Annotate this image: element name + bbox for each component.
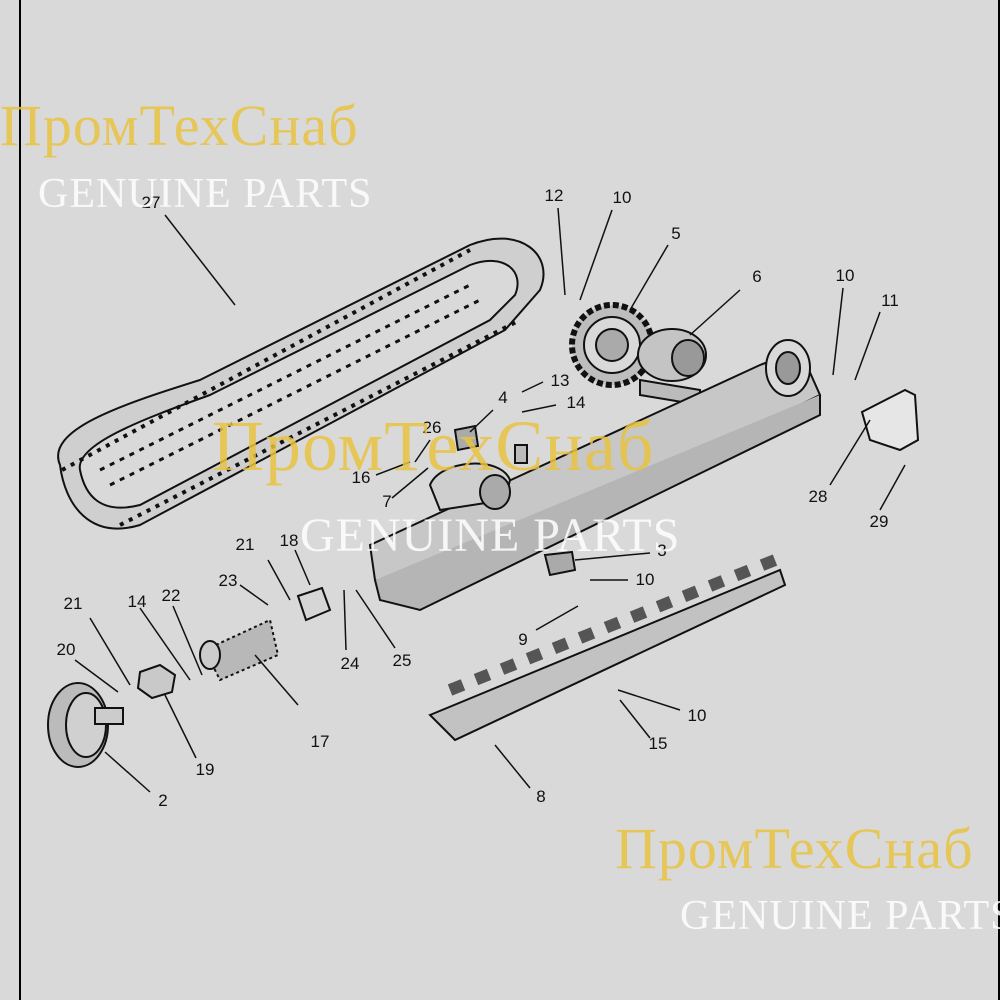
callout-27: 27 [141, 193, 161, 212]
callout-20: 20 [56, 640, 76, 659]
tension-spring [199, 618, 280, 682]
callout-14: 14 [566, 393, 586, 412]
callout-10: 10 [835, 266, 855, 285]
callout-4: 4 [498, 388, 508, 407]
callout-16: 16 [351, 468, 371, 487]
callout-18: 18 [279, 531, 299, 550]
callout-21: 21 [235, 535, 255, 554]
callout-6: 6 [752, 267, 762, 286]
leader-lines [74, 207, 906, 793]
callout-8: 8 [536, 787, 546, 806]
callout-21: 21 [63, 594, 83, 613]
callout-5: 5 [671, 224, 681, 243]
callout-29: 29 [869, 512, 889, 531]
callout-11: 11 [881, 291, 899, 310]
callout-10: 10 [635, 570, 655, 589]
callout-24: 24 [340, 654, 360, 673]
frame-left-border [19, 0, 21, 1000]
callout-3: 3 [657, 541, 667, 560]
fitting-upper [453, 424, 480, 452]
rubber-track [57, 237, 545, 530]
callout-7: 7 [382, 492, 392, 511]
undercarriage-frame [368, 339, 822, 612]
watermark-tagline-top: GENUINE PARTS [38, 171, 373, 217]
track-roller-bar [428, 554, 787, 742]
callout-9: 9 [518, 630, 528, 649]
callout-13: 13 [550, 371, 570, 390]
adjuster-block [136, 663, 177, 700]
watermark-tagline-bottom: GENUINE PARTS [680, 893, 1000, 939]
callout-19: 19 [195, 760, 215, 779]
callout-26: 26 [422, 418, 442, 437]
watermark-brand-bottom: ПромТехСнаб [615, 816, 974, 881]
callout-10: 10 [612, 188, 632, 207]
callout-23: 23 [218, 571, 238, 590]
watermark-brand-center: ПромТехСнаб [212, 406, 655, 486]
fitting-lower [543, 550, 577, 577]
callout-2: 2 [158, 791, 168, 810]
watermark-brand-top: ПромТехСнаб [0, 93, 359, 158]
callout-28: 28 [808, 487, 828, 506]
callout-17: 17 [310, 732, 330, 751]
cover-plate [860, 388, 920, 452]
piston-cylinder [296, 586, 332, 622]
callout-12: 12 [544, 186, 564, 205]
drive-sprocket [569, 302, 655, 388]
front-idler-wheel [47, 682, 124, 768]
callout-10: 10 [687, 706, 707, 725]
frame-right-border [998, 0, 1000, 1000]
callout-25: 25 [392, 651, 412, 670]
watermark-tagline-center: GENUINE PARTS [300, 509, 681, 562]
callout-14: 14 [127, 592, 147, 611]
callout-22: 22 [161, 586, 181, 605]
callout-15: 15 [648, 734, 668, 753]
